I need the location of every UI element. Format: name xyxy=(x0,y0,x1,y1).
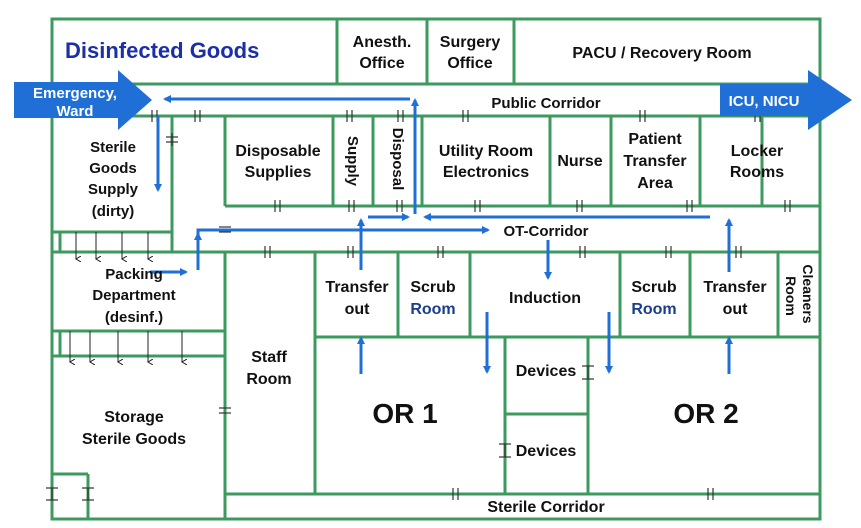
transfer-out-left-line2: out xyxy=(345,301,371,318)
patient-transfer-line2: Transfer xyxy=(623,153,686,170)
door-mark xyxy=(346,110,353,122)
exit-left-line1: Emergency, xyxy=(33,85,117,102)
nurse-label: Nurse xyxy=(557,153,602,170)
door-mark xyxy=(665,246,672,258)
disposable-supplies-line2: Supplies xyxy=(245,164,312,181)
sterile-supply-line1: Sterile xyxy=(90,139,136,156)
door-mark xyxy=(499,443,511,458)
exit-left-line2: Ward xyxy=(57,103,94,120)
door-mark xyxy=(46,487,58,501)
patient-transfer-line1: Patient xyxy=(628,131,682,148)
scrub-room-right-line2: Room xyxy=(631,301,676,318)
door-mark xyxy=(474,200,481,212)
door-mark xyxy=(397,110,404,122)
transfer-out-right-line2: out xyxy=(723,301,749,318)
surgery-office-line2: Office xyxy=(447,55,492,72)
or1-label: OR 1 xyxy=(372,398,437,429)
exit-arrow-emergency-ward[interactable]: Emergency, Ward xyxy=(14,70,152,130)
door-mark xyxy=(784,200,791,212)
transfer-out-left-line1: Transfer xyxy=(325,279,388,296)
staff-room-line1: Staff xyxy=(251,349,287,366)
chute-arrows-clean xyxy=(70,331,182,362)
cleaners-line1: Cleaners xyxy=(800,264,816,323)
door-mark xyxy=(576,200,583,212)
utility-room-line2: Electronics xyxy=(443,164,529,181)
surgery-office-line1: Surgery xyxy=(440,34,501,51)
disposable-supplies-line1: Disposable xyxy=(235,143,320,160)
pacu-label: PACU / Recovery Room xyxy=(572,45,751,62)
transfer-out-right-line1: Transfer xyxy=(703,279,766,296)
door-mark xyxy=(347,246,354,258)
door-mark xyxy=(735,246,742,258)
public-corridor-label: Public Corridor xyxy=(491,95,600,112)
door-mark xyxy=(707,488,714,500)
door-mark xyxy=(264,246,271,258)
or2-label: OR 2 xyxy=(673,398,738,429)
induction-label: Induction xyxy=(509,290,581,307)
door-mark xyxy=(462,110,469,122)
locker-rooms-line1: Locker xyxy=(731,143,783,160)
ot-corridor-label: OT-Corridor xyxy=(504,223,589,240)
door-mark xyxy=(437,246,444,258)
door-mark xyxy=(639,110,646,122)
sterile-supply-line4: (dirty) xyxy=(92,203,135,220)
door-mark xyxy=(219,226,231,233)
chute-arrows-dirty xyxy=(76,232,148,259)
door-mark xyxy=(166,133,178,146)
cleaners-line2: Room xyxy=(783,276,799,316)
outer-wall xyxy=(50,17,822,521)
packing-line2: Department xyxy=(92,287,175,304)
flow-arrow-ot-right xyxy=(196,226,490,234)
exit-right-label: ICU, NICU xyxy=(729,93,800,110)
devices-bottom-label: Devices xyxy=(516,443,577,460)
door-mark xyxy=(82,487,94,501)
scrub-room-right-line1: Scrub xyxy=(631,279,677,296)
storage-line1: Storage xyxy=(104,409,164,426)
door-mark xyxy=(582,365,594,380)
exit-arrow-icu-nicu[interactable]: ICU, NICU xyxy=(720,70,852,130)
door-mark xyxy=(348,200,355,212)
door-mark xyxy=(219,407,231,414)
storage-line2: Sterile Goods xyxy=(82,431,186,448)
sterile-supply-line3: Supply xyxy=(88,181,139,198)
door-mark xyxy=(452,488,459,500)
sterile-corridor-label: Sterile Corridor xyxy=(487,499,604,516)
right-exit-arrow-shape[interactable] xyxy=(720,70,852,130)
devices-top-label: Devices xyxy=(516,363,577,380)
flow-arrows xyxy=(150,95,733,374)
locker-rooms-line2: Rooms xyxy=(730,164,784,181)
packing-line1: Packing xyxy=(105,266,163,283)
supply-label: Supply xyxy=(344,136,361,187)
door-mark xyxy=(579,246,586,258)
anesth-office-line1: Anesth. xyxy=(353,34,412,51)
utility-room-line1: Utility Room xyxy=(439,143,533,160)
door-mark xyxy=(396,200,403,212)
sterile-supply-line2: Goods xyxy=(89,160,137,177)
scrub-room-left-line1: Scrub xyxy=(410,279,456,296)
walls xyxy=(50,17,822,521)
title: Disinfected Goods xyxy=(65,38,259,63)
door-mark xyxy=(686,200,693,212)
staff-room-line2: Room xyxy=(246,371,291,388)
anesth-office-line2: Office xyxy=(359,55,404,72)
disposal-label: Disposal xyxy=(389,128,406,191)
scrub-room-left-line2: Room xyxy=(410,301,455,318)
door-mark xyxy=(274,200,281,212)
door-mark xyxy=(194,110,201,122)
left-exit-arrow-shape[interactable] xyxy=(14,70,152,130)
packing-line3: (desinf.) xyxy=(105,309,163,326)
patient-transfer-line3: Area xyxy=(637,175,673,192)
